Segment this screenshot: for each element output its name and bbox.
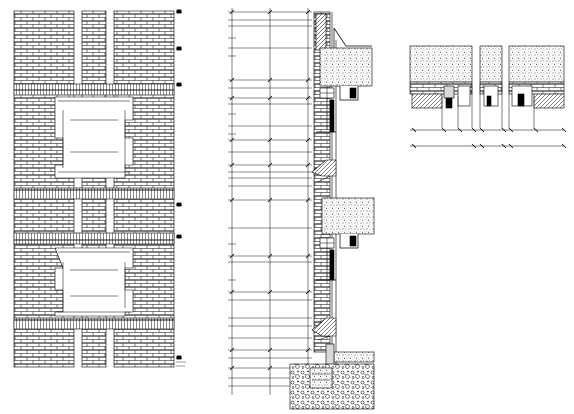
plan-dimension-lines: [410, 127, 567, 149]
floor-slab-upper: [319, 47, 373, 87]
plan-window-frames: [443, 85, 533, 109]
parapet-flashing: [333, 27, 372, 50]
dimension-ticks: [229, 9, 311, 371]
section-gridlines: [231, 8, 309, 395]
window-sill-lower: [311, 317, 337, 337]
plan-concrete-left: [409, 45, 473, 83]
plan-concrete-middle: [479, 45, 503, 83]
window-plan-detail: [409, 45, 567, 149]
level-markers: [176, 9, 186, 367]
floor-slab-middle: [321, 197, 375, 235]
soldier-courses: [13, 83, 175, 330]
window-openings: [54, 96, 134, 317]
window-section-lower: [316, 237, 336, 281]
ground-floor-slab: [333, 351, 375, 363]
plan-concrete-right: [508, 45, 565, 83]
wall-section-detail: [228, 8, 375, 410]
window-sill-upper: [311, 159, 337, 177]
foundation-footing: [309, 367, 333, 389]
window-section-upper: [316, 87, 336, 133]
brick-facade-elevation: [13, 9, 186, 368]
